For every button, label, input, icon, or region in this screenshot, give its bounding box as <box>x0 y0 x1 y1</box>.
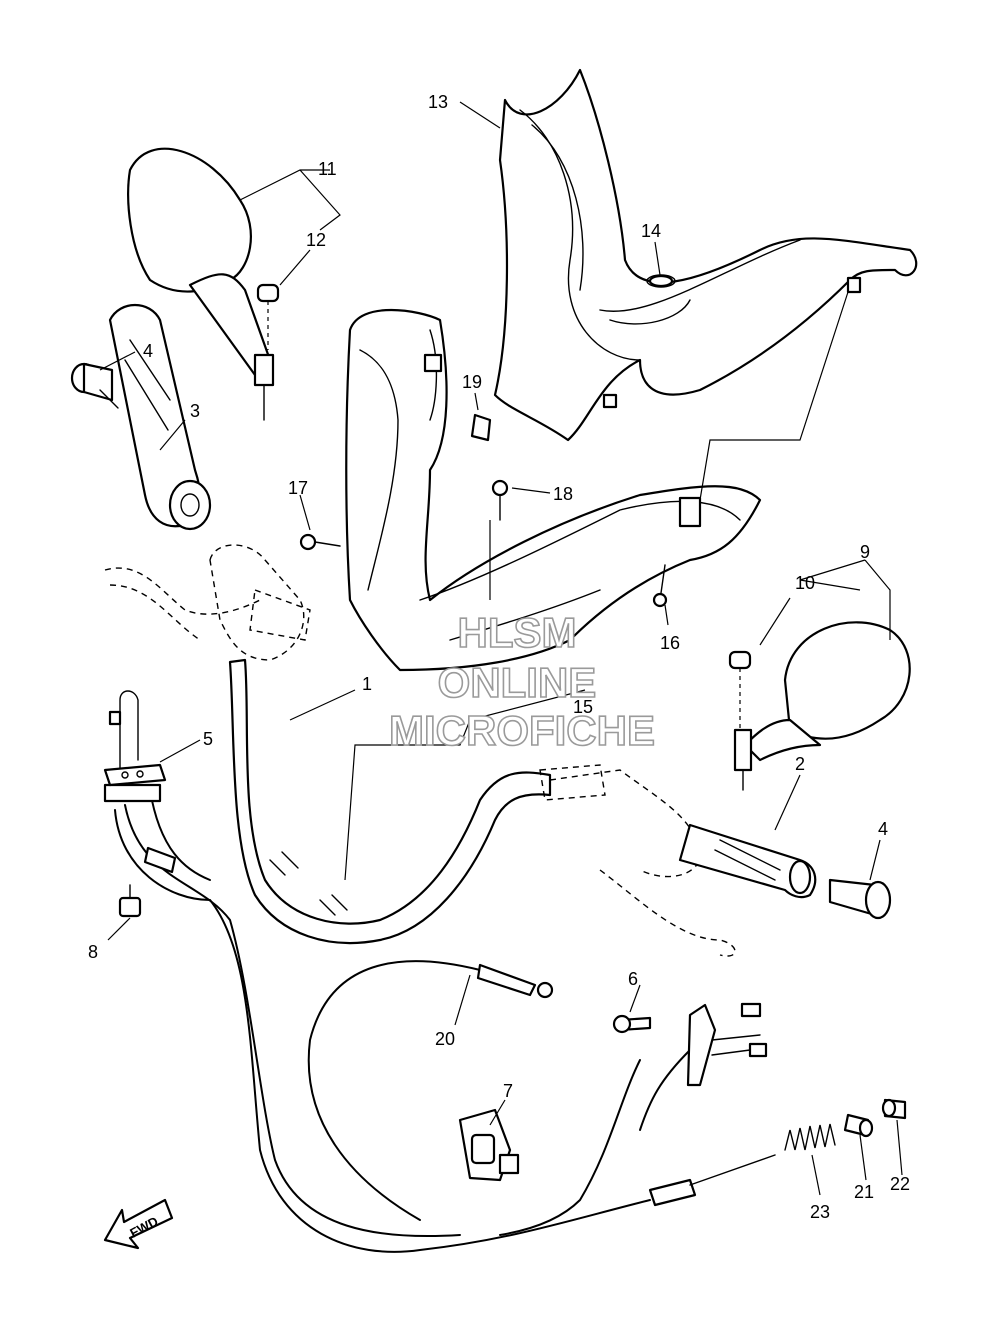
part-8-screw <box>118 884 142 918</box>
callout-20: 20 <box>435 1029 455 1049</box>
part-19-clip <box>470 413 492 442</box>
part-5-cable-bracket <box>103 763 167 787</box>
callout-17: 17 <box>288 478 308 498</box>
callout-1: 1 <box>362 674 372 694</box>
callout-4-left: 4 <box>143 341 153 361</box>
part-11-left-mirror <box>127 147 275 421</box>
part-14-grommet <box>648 274 674 288</box>
part-22-nut <box>881 1098 907 1120</box>
callout-3: 3 <box>190 401 200 421</box>
part-15-lower-handle-cover <box>345 309 762 672</box>
part-10-mirror-cap-right <box>728 650 752 728</box>
right-lever-assembly <box>539 764 736 957</box>
part-13-upper-handle-cover <box>493 68 918 442</box>
callout-8: 8 <box>88 942 98 962</box>
callout-12: 12 <box>306 230 326 250</box>
callout-13: 13 <box>428 92 448 112</box>
watermark-line1: HLSM <box>458 609 577 656</box>
part-4-bar-end-right <box>828 878 892 920</box>
callout-19: 19 <box>462 372 482 392</box>
watermark: HLSM ONLINE MICROFICHE <box>388 608 656 755</box>
callout-16: 16 <box>660 633 680 653</box>
callout-10: 10 <box>795 573 815 593</box>
part-6-cable-bracket-right <box>612 1002 768 1087</box>
callout-23: 23 <box>810 1202 830 1222</box>
callout-22: 22 <box>890 1174 910 1194</box>
callout-4-right: 4 <box>878 819 888 839</box>
part-23-spring <box>784 1123 836 1151</box>
callout-14: 14 <box>641 221 661 241</box>
callout-labels: 1 2 3 4 4 5 6 7 8 9 10 11 12 13 14 15 16… <box>88 92 910 1222</box>
part-20-brake-cable <box>307 960 554 1221</box>
callout-7: 7 <box>503 1081 513 1101</box>
part-12-mirror-cap-left <box>256 283 280 350</box>
callout-11: 11 <box>318 159 337 179</box>
callout-6: 6 <box>628 969 638 989</box>
watermark-line3: MICROFICHE <box>389 707 655 754</box>
throttle-cables <box>103 690 651 1253</box>
callout-21: 21 <box>854 1182 874 1202</box>
part-16-screw <box>652 564 668 608</box>
callout-9: 9 <box>860 542 870 562</box>
part-21-collar <box>843 1113 874 1138</box>
callout-2: 2 <box>795 754 805 774</box>
left-lever-assembly <box>104 544 311 661</box>
callout-15: 15 <box>573 697 593 717</box>
part-4-bar-end-left <box>70 362 119 409</box>
part-3-throttle-grip <box>108 304 212 531</box>
callout-18: 18 <box>553 484 573 504</box>
fwd-direction-arrow: FWD <box>103 1198 174 1250</box>
watermark-line2: ONLINE <box>438 659 597 706</box>
part-1-handlebar <box>228 658 552 945</box>
part-9-right-mirror <box>733 621 911 791</box>
part-2-right-grip <box>678 823 817 899</box>
callout-5: 5 <box>203 729 213 749</box>
leader-lines <box>99 101 903 1196</box>
part-7-switch <box>458 1108 520 1182</box>
part-18-bolt <box>491 479 509 521</box>
rear-brake-cable <box>499 1049 776 1236</box>
part-17-screw <box>299 533 341 551</box>
